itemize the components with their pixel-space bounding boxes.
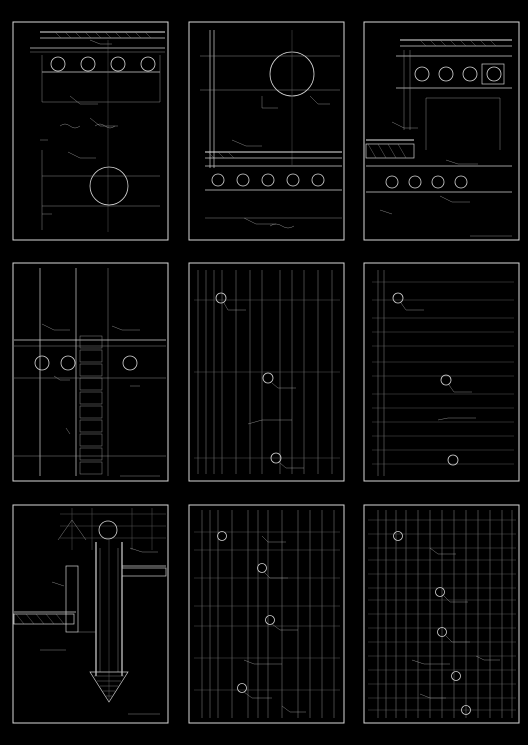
panel-section-upper-left xyxy=(12,21,169,241)
panel-grid-lower-right xyxy=(363,504,520,724)
panel-grid-middle-center xyxy=(188,262,345,482)
panel-section-middle-left xyxy=(12,262,169,482)
panel-section-upper-right xyxy=(363,21,520,241)
panel-grid-lower-center xyxy=(188,504,345,724)
panel-pile-detail-lower-left xyxy=(12,504,169,724)
panel-grid-middle-right xyxy=(363,262,520,482)
panel-section-upper-middle xyxy=(188,21,345,241)
